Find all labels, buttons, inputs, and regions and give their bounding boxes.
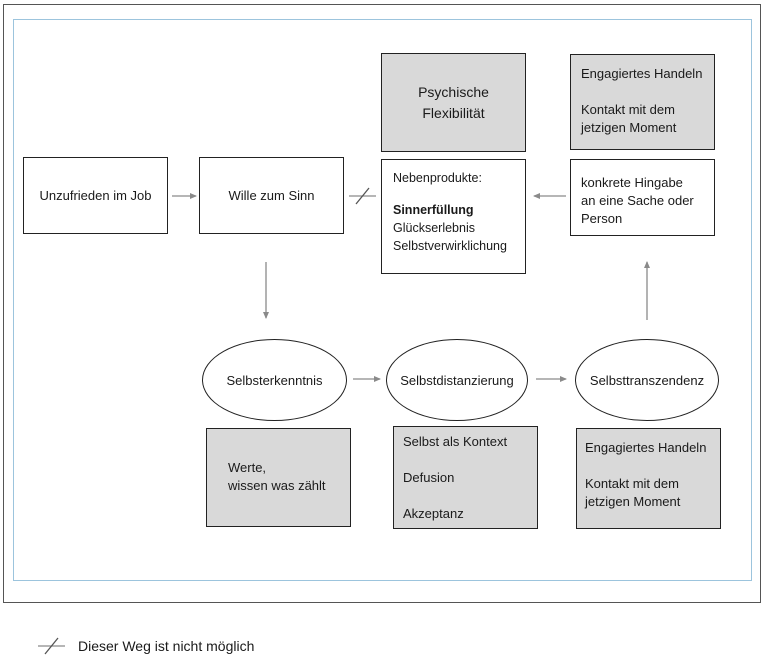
legend-label: Dieser Weg ist nicht möglich <box>78 638 255 654</box>
psychische-line-1: Psychische <box>418 83 489 100</box>
node-unzufrieden: Unzufrieden im Job <box>23 157 168 234</box>
engagiert-bottom-line: Kontakt mit dem <box>585 476 679 491</box>
hingabe-line: konkrete Hingabe <box>581 175 683 190</box>
node-selbst-als-kontext: Selbst als Kontext Defusion Akzeptanz <box>393 426 538 529</box>
selbsttranszendenz-label: Selbsttranszendenz <box>589 372 705 388</box>
diagram-inner-border <box>13 19 752 581</box>
not-possible-slash <box>355 187 370 205</box>
nebenprodukt-item: Sinnerfüllung <box>393 203 474 217</box>
hingabe-line: Person <box>581 211 623 226</box>
node-nebenprodukte: Nebenprodukte: Sinnerfüllung Glückserleb… <box>381 159 526 274</box>
engagiert-top-line: Kontakt mit dem <box>581 102 675 117</box>
node-wille-zum-sinn: Wille zum Sinn <box>199 157 344 234</box>
nebenprodukte-header: Nebenprodukte: <box>393 171 482 185</box>
hingabe-line: an eine Sache oder <box>581 193 694 208</box>
selbstdistanzierung-label: Selbstdistanzierung <box>400 372 514 388</box>
legend-slash <box>44 637 59 655</box>
nebenprodukt-item: Selbstverwirklichung <box>393 239 507 253</box>
diagram-frame <box>3 4 761 603</box>
node-unzufrieden-label: Unzufrieden im Job <box>39 187 152 203</box>
node-konkrete-hingabe: konkrete Hingabe an eine Sache oder Pers… <box>570 159 715 236</box>
node-wille-label: Wille zum Sinn <box>228 187 315 203</box>
kontext-line: Defusion <box>403 470 455 485</box>
node-psychische-flexibilitaet: Psychische Flexibilität <box>381 53 526 152</box>
nebenprodukt-item: Glückserlebnis <box>393 221 475 235</box>
kontext-line: Selbst als Kontext <box>403 434 508 449</box>
werte-line: Werte, <box>228 460 267 475</box>
selbsterkenntnis-label: Selbsterkenntnis <box>226 372 323 388</box>
node-werte: Werte, wissen was zählt <box>206 428 351 527</box>
engagiert-top-line: Engagiertes Handeln <box>581 66 703 81</box>
psychische-line-2: Flexibilität <box>422 104 485 121</box>
engagiert-top-line: jetzigen Moment <box>581 120 677 135</box>
node-selbsttranszendenz: Selbsttranszendenz <box>575 339 719 421</box>
werte-line: wissen was zählt <box>228 478 326 493</box>
node-selbsterkenntnis: Selbsterkenntnis <box>202 339 347 421</box>
engagiert-bottom-line: jetzigen Moment <box>585 494 681 509</box>
node-engagiert-top: Engagiertes Handeln Kontakt mit dem jetz… <box>570 54 715 150</box>
engagiert-bottom-line: Engagiertes Handeln <box>585 440 707 455</box>
node-engagiert-bottom: Engagiertes Handeln Kontakt mit dem jetz… <box>576 428 721 529</box>
kontext-line: Akzeptanz <box>403 506 464 521</box>
node-selbstdistanzierung: Selbstdistanzierung <box>386 339 528 421</box>
